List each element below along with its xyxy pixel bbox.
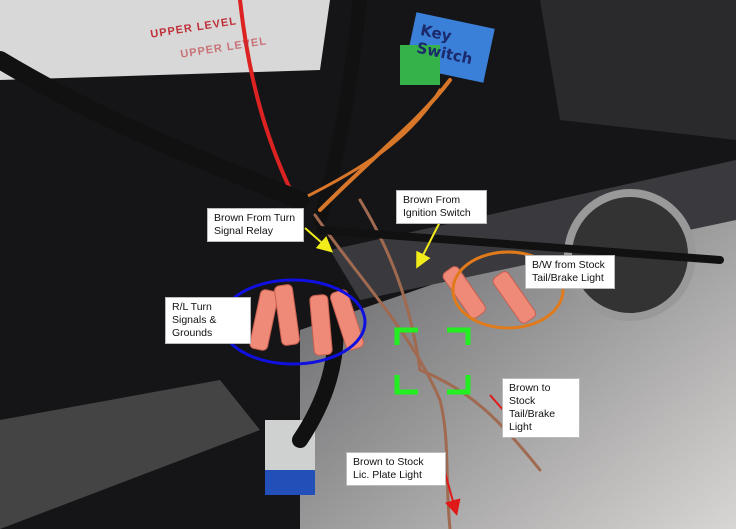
label-brown-to-lic-plate: Brown to Stock Lic. Plate Light [346,452,446,486]
label-rl-turn-signals: R/L Turn Signals & Grounds [165,297,251,344]
green-dashed-box-splice [394,327,471,395]
yellow-arrow-relay [304,227,334,253]
orange-circle-bw-wires [451,250,565,330]
battery [0,0,330,80]
label-bw-from-stock-tail: B/W from Stock Tail/Brake Light [525,255,615,289]
label-brown-to-stock-tail: Brown to Stock Tail/Brake Light [502,378,580,438]
label-brown-from-ignition-switch: Brown From Ignition Switch [396,190,487,224]
label-brown-from-turn-signal-relay: Brown From Turn Signal Relay [207,208,304,242]
